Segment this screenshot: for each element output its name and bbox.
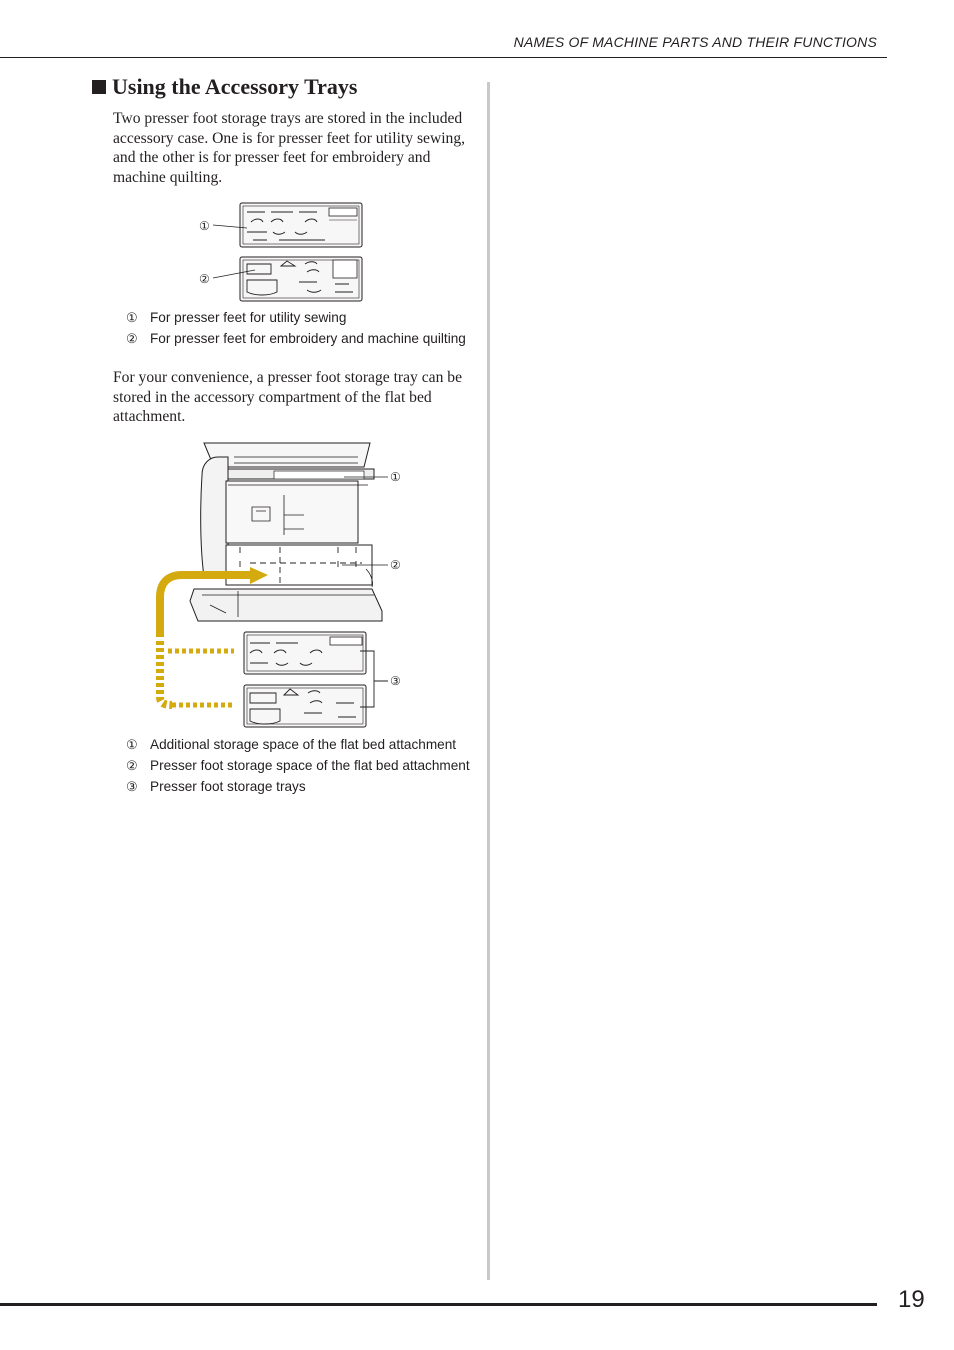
callout-3: ③ — [390, 674, 401, 688]
embroidery-tray — [239, 256, 363, 302]
section-heading-text: Using the Accessory Trays — [112, 74, 358, 99]
legend-item: ① Additional storage space of the flat be… — [126, 737, 476, 753]
callout-line-2 — [212, 269, 256, 279]
legend-text: For presser feet for utility sewing — [150, 310, 347, 325]
callout-1: ① — [390, 470, 401, 484]
flat-bed-shell — [200, 456, 229, 578]
callout-2: ② — [390, 558, 401, 572]
flat-bed-body — [225, 480, 359, 544]
legend-item: ② For presser feet for embroidery and mac… — [126, 331, 476, 347]
flat-bed-base — [189, 588, 383, 622]
storage-tray-2 — [243, 684, 367, 728]
tray-bracket — [360, 650, 388, 708]
callout-line-1 — [212, 224, 248, 229]
running-header: NAMES OF MACHINE PARTS AND THEIR FUNCTIO… — [513, 34, 877, 50]
tray-figure: ① ② — [199, 202, 363, 302]
legend-item: ① For presser feet for utility sewing — [126, 310, 476, 326]
legend-number: ② — [126, 331, 138, 346]
flat-bed-lid — [203, 442, 371, 468]
callout-1: ① — [199, 219, 210, 233]
legend-text: Additional storage space of the flat bed… — [150, 737, 457, 752]
legend-text: Presser foot storage space of the flat b… — [150, 758, 470, 773]
column-divider — [487, 82, 490, 1280]
heading-bullet-icon — [92, 80, 106, 94]
legend-item: ② Presser foot storage space of the flat … — [126, 758, 476, 774]
section-heading: Using the Accessory Trays — [92, 74, 357, 100]
legend-text: For presser feet for embroidery and mach… — [150, 331, 466, 346]
intro-paragraph: Two presser foot storage trays are store… — [113, 110, 466, 186]
flat-bed-legend: ① Additional storage space of the flat be… — [126, 737, 476, 800]
callout-2: ② — [199, 272, 210, 286]
page-number: 19 — [898, 1286, 925, 1313]
header-rule — [0, 57, 887, 58]
legend-number: ② — [126, 758, 138, 773]
legend-number: ③ — [126, 779, 138, 794]
flat-bed-figure: ① ② ③ — [156, 442, 401, 728]
legend-number: ① — [126, 310, 138, 325]
tray-legend: ① For presser feet for utility sewing ② Fo… — [126, 310, 476, 352]
legend-number: ① — [126, 737, 138, 752]
storage-paragraph: For your convenience, a presser foot sto… — [113, 369, 462, 425]
footer-rule — [0, 1303, 877, 1306]
insertion-arrow — [156, 567, 268, 709]
legend-item: ③ Presser foot storage trays — [126, 779, 476, 795]
legend-text: Presser foot storage trays — [150, 779, 306, 794]
